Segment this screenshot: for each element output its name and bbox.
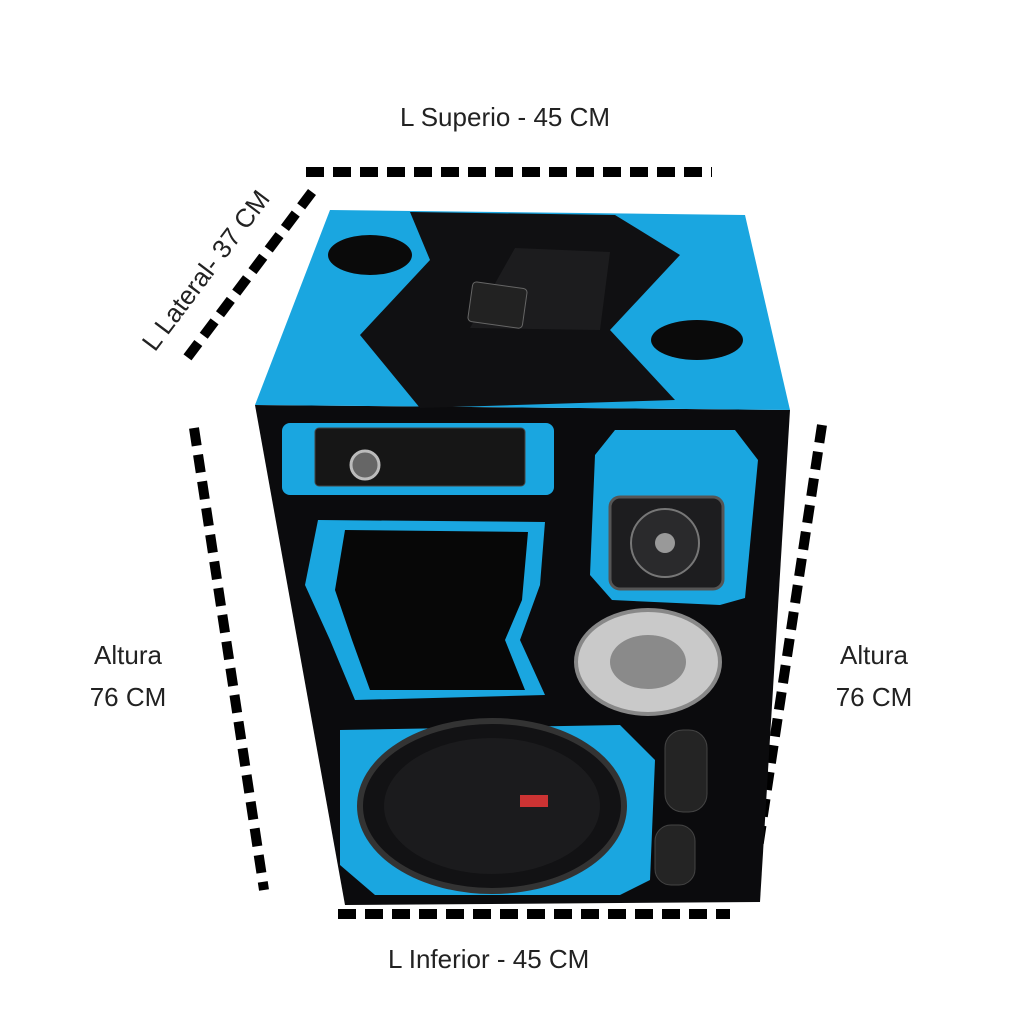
left-height-label: Altura 76 CM: [80, 635, 176, 718]
left-height-dimension-line: [189, 427, 269, 891]
remote-control: [467, 281, 528, 329]
speaker-cabinet: [255, 210, 790, 905]
car-radio: [314, 427, 526, 487]
left-height-value: 76 CM: [89, 681, 167, 712]
cup-holder-right: [651, 320, 743, 360]
right-height-title: Altura: [840, 640, 908, 670]
cup-holder-left: [328, 235, 412, 275]
left-height-title: Altura: [94, 640, 162, 670]
bottom-width-label: L Inferior - 45 CM: [388, 944, 590, 974]
right-height-value: 76 CM: [835, 681, 913, 712]
lateral-dimension-line: [180, 188, 316, 366]
vent-bottom: [654, 824, 696, 886]
right-height-label: Altura 76 CM: [826, 635, 922, 718]
radio-knob: [349, 449, 381, 481]
top-width-label: L Superio - 45 CM: [400, 102, 611, 132]
vent-top: [664, 729, 708, 813]
